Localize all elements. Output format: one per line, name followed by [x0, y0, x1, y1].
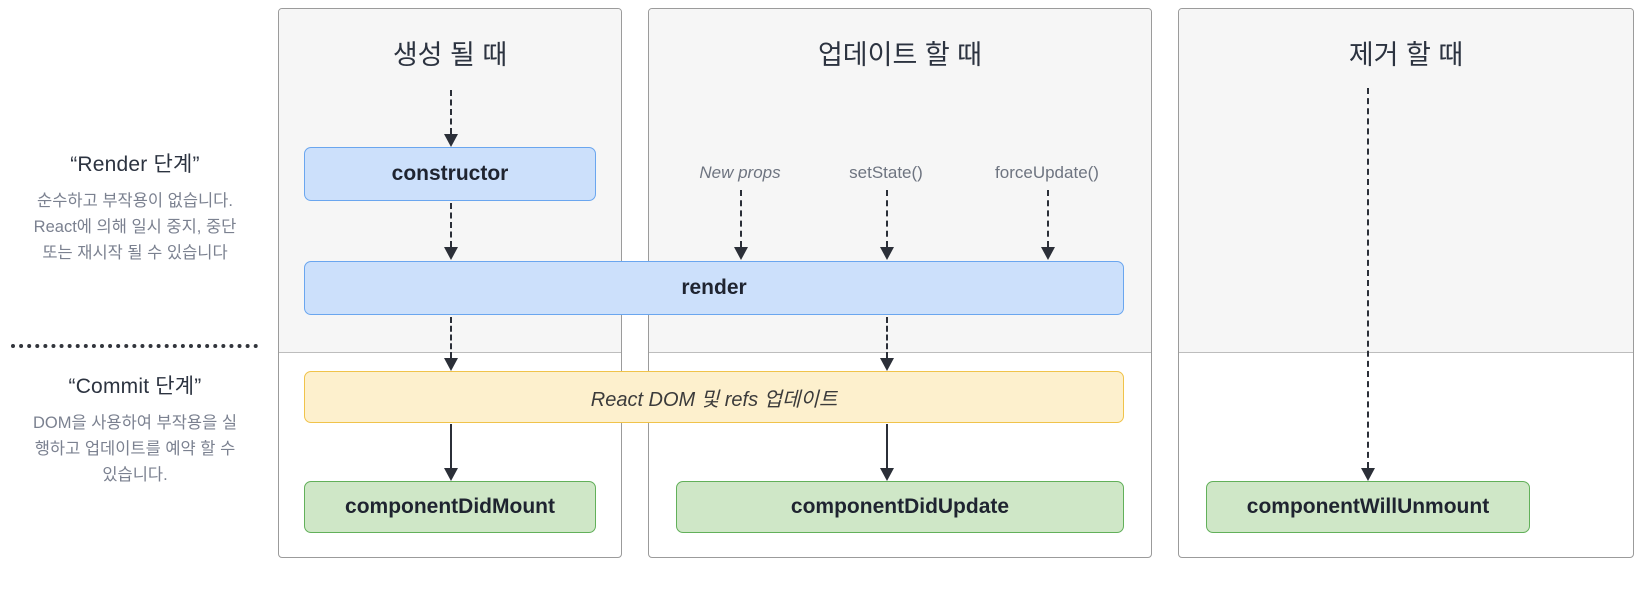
render-phase-background [1179, 9, 1633, 353]
arrow-head [1041, 247, 1055, 260]
arrow-shaft [886, 190, 888, 247]
arrow-head [444, 358, 458, 371]
lifecycle-box-component-did-update[interactable]: componentDidUpdate [676, 481, 1124, 533]
arrow-shaft [1047, 190, 1049, 247]
arrow-shaft [740, 190, 742, 247]
trigger-label-new-props: New props [699, 163, 781, 182]
commit-phase-legend: “Commit 단계” DOM을 사용하여 부작용을 실행하고 업데이트를 예약… [0, 370, 270, 488]
render-phase-description: 순수하고 부작용이 없습니다. React에 의해 일시 중지, 중단 또는 재… [33, 192, 237, 263]
column-title-updating: 업데이트 할 때 [817, 40, 983, 70]
arrow-head [734, 247, 748, 260]
arrow-shaft [450, 317, 452, 358]
arrow-shaft [886, 424, 888, 468]
phase-sidebar: “Render 단계” 순수하고 부작용이 없습니다. React에 의해 일시… [0, 0, 270, 596]
lifecycle-box-component-will-unmount[interactable]: componentWillUnmount [1206, 481, 1530, 533]
arrow-shaft [450, 424, 452, 468]
arrow-head [880, 468, 894, 481]
arrow-shaft [450, 203, 452, 247]
arrow-head [880, 247, 894, 260]
column-title-unmounting: 제거 할 때 [1348, 40, 1464, 70]
phase-divider [11, 344, 258, 348]
trigger-label-force-update: forceUpdate() [995, 163, 1099, 182]
commit-phase-description: DOM을 사용하여 부작용을 실행하고 업데이트를 예약 할 수 있습니다. [32, 414, 238, 485]
trigger-label-set-state: setState() [849, 163, 923, 182]
lifecycle-box-render[interactable]: render [304, 261, 1124, 315]
arrow-shaft [450, 90, 452, 134]
render-phase-title: “Render 단계” [70, 153, 200, 176]
arrow-head [880, 358, 894, 371]
lifecycle-box-react-dom-refs-update[interactable]: React DOM 및 refs 업데이트 [304, 371, 1124, 423]
render-phase-legend: “Render 단계” 순수하고 부작용이 없습니다. React에 의해 일시… [0, 148, 270, 266]
arrow-head [1361, 468, 1375, 481]
arrow-head [444, 468, 458, 481]
column-panel-unmounting: 제거 할 때 [1178, 8, 1634, 558]
arrow-shaft [886, 317, 888, 358]
lifecycle-box-constructor[interactable]: constructor [304, 147, 596, 201]
arrow-head [444, 134, 458, 147]
lifecycle-box-component-did-mount[interactable]: componentDidMount [304, 481, 596, 533]
arrow-head [444, 247, 458, 260]
arrow-shaft [1367, 88, 1369, 468]
commit-phase-title: “Commit 단계” [68, 375, 202, 398]
column-title-mounting: 생성 될 때 [392, 40, 508, 70]
